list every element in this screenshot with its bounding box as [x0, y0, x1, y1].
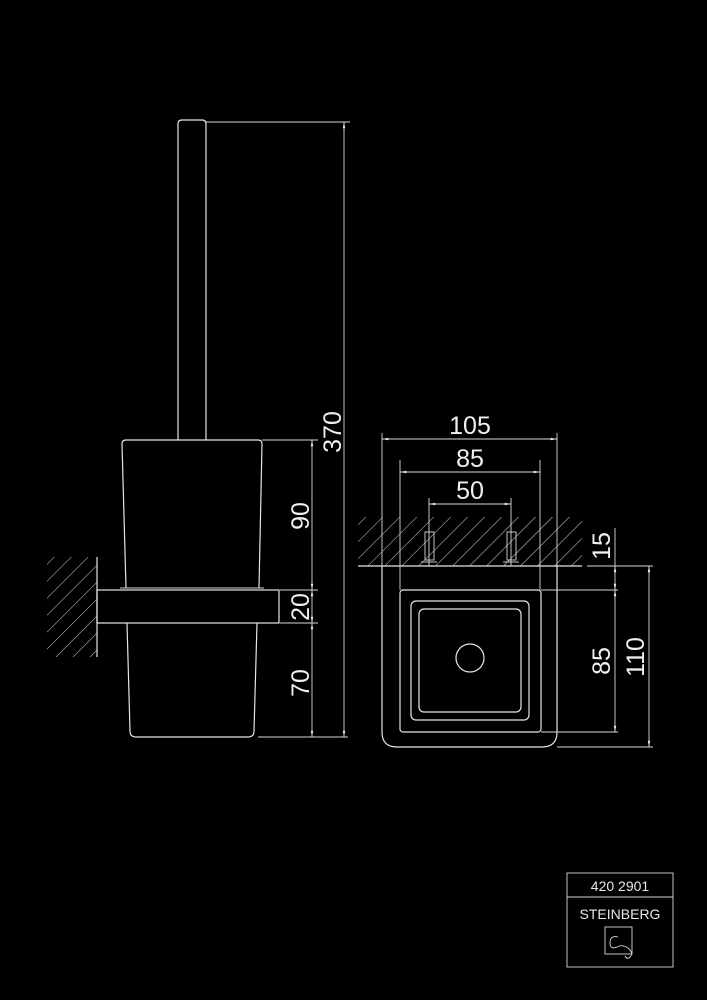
- wall-anchor: [503, 531, 519, 566]
- wall-hatch-left: [47, 557, 97, 657]
- holder-bar: [96, 589, 280, 624]
- dim-90: 90: [287, 502, 315, 530]
- dim-20: 20: [287, 593, 315, 621]
- dim-370: 370: [319, 411, 347, 453]
- title-block: 420 2901 STEINBERG: [566, 872, 674, 968]
- dim-50: 50: [456, 477, 484, 505]
- article-number: 420 2901: [591, 878, 650, 894]
- dim-105: 105: [449, 412, 491, 440]
- dim-15: 15: [588, 532, 616, 560]
- top-view: 105 85 50 15 85 110: [358, 412, 653, 748]
- brush-handle-section: [455, 643, 485, 673]
- dim-110: 110: [622, 637, 650, 677]
- brand-name: STEINBERG: [580, 906, 661, 922]
- holder-square: [399, 589, 542, 733]
- cup-lower: [126, 622, 258, 738]
- cup-outer: [410, 600, 530, 721]
- dim-85-width: 85: [456, 445, 484, 473]
- dim-70: 70: [287, 669, 315, 697]
- wall-anchor: [421, 531, 437, 566]
- brush-handle: [177, 119, 207, 440]
- cup-inner: [418, 608, 522, 713]
- dim-85-depth: 85: [588, 647, 616, 675]
- cup-upper: [121, 439, 263, 589]
- side-view: 370 90 20 70: [47, 119, 350, 738]
- outer-body: [381, 566, 558, 748]
- wall-hatch-top: [358, 517, 582, 566]
- brand-logo-icon: [604, 926, 633, 959]
